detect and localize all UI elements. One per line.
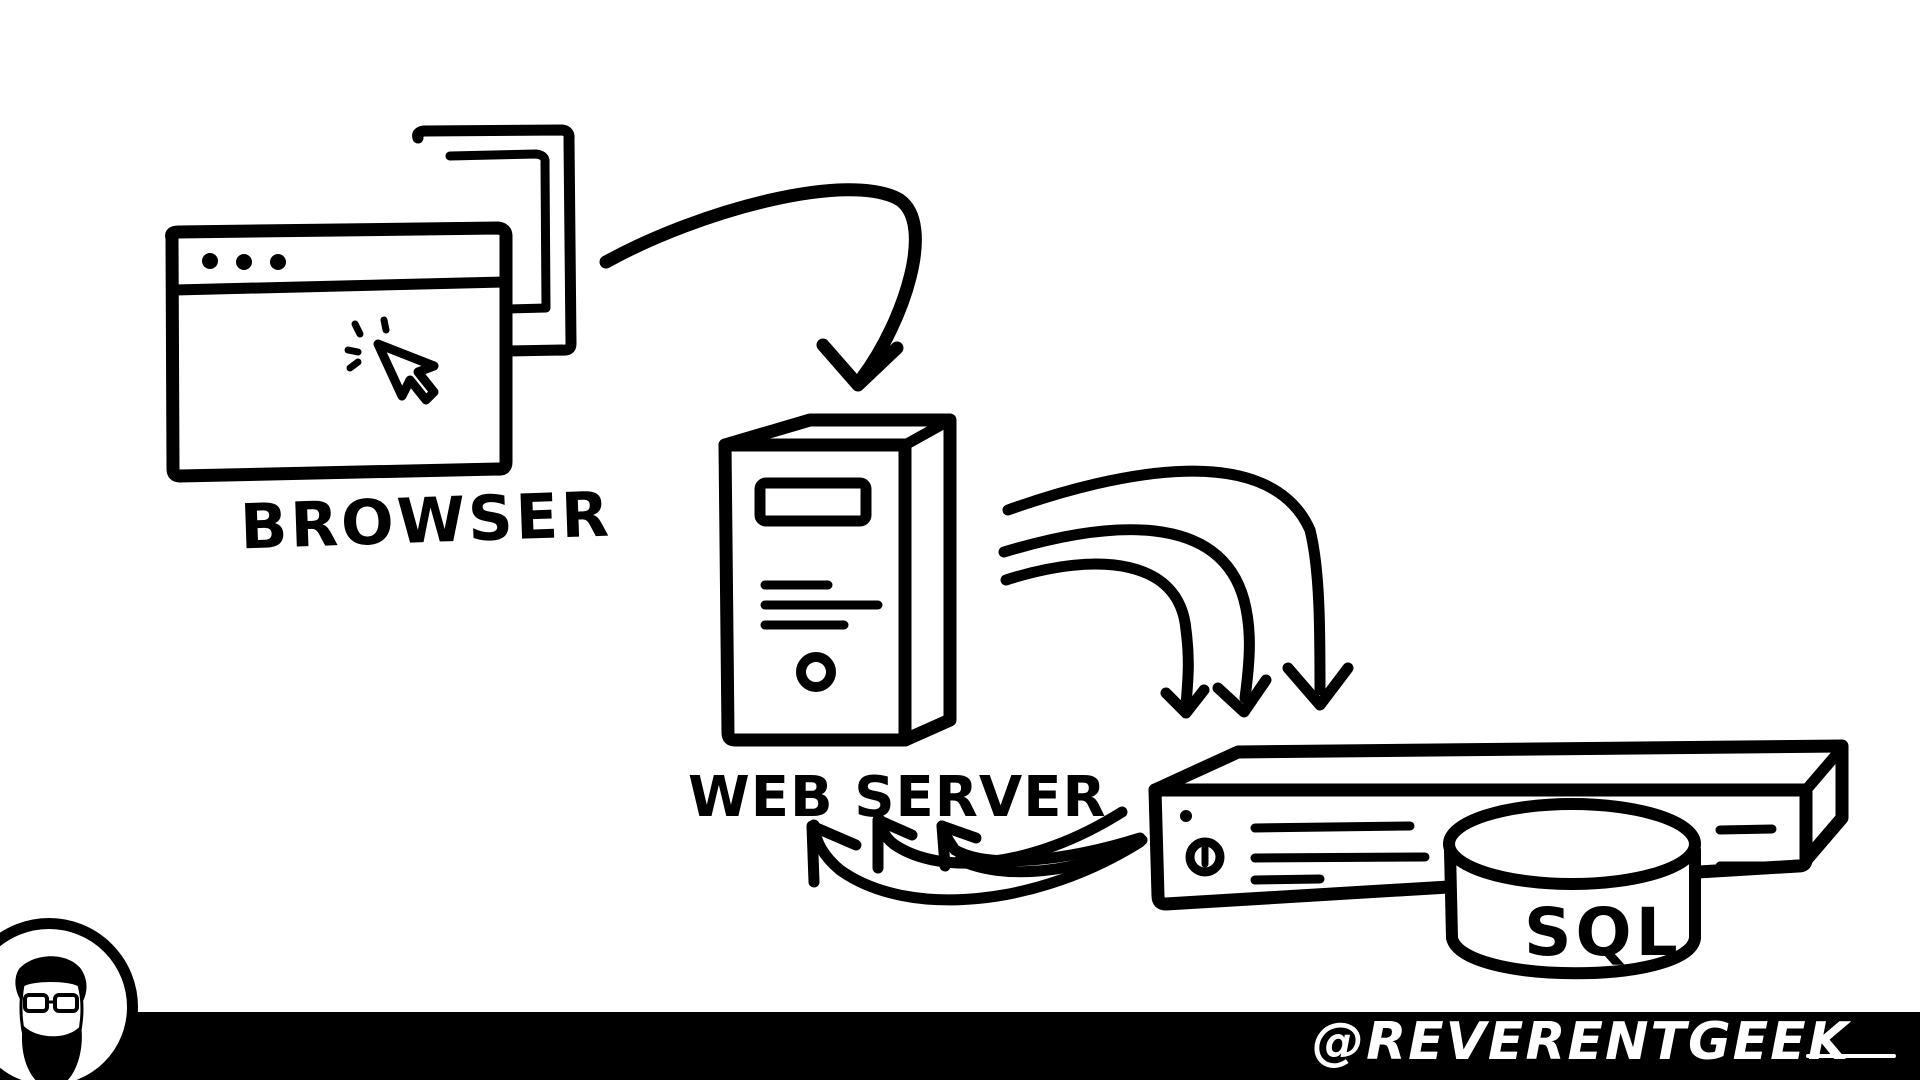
request-arrow [599, 183, 922, 392]
author-avatar-icon [15, 956, 87, 1080]
rack-server-icon [1148, 739, 1849, 911]
click-cursor-icon [344, 316, 439, 405]
web-server-label: WEB SERVER [688, 765, 1107, 830]
database-cylinder-icon [1443, 798, 1701, 980]
query-arrows [998, 465, 1354, 719]
window-dot-icon [270, 254, 286, 270]
indicator-dot-icon [1180, 810, 1192, 822]
browser-label: BROWSER [238, 477, 613, 564]
tower-server-icon [718, 413, 957, 747]
footer-bar [0, 1012, 1920, 1080]
power-button-icon [1185, 837, 1225, 877]
response-arrows [806, 806, 1148, 906]
handle-underline [1806, 1054, 1896, 1058]
sql-label: SQL [1524, 894, 1682, 971]
window-dot-icon [236, 254, 252, 270]
author-handle[interactable]: @REVERENTGEEK [1312, 1012, 1850, 1072]
window-dot-icon [202, 253, 218, 269]
browser-window-icon [165, 221, 513, 483]
mobile-phone-icon [412, 124, 577, 357]
